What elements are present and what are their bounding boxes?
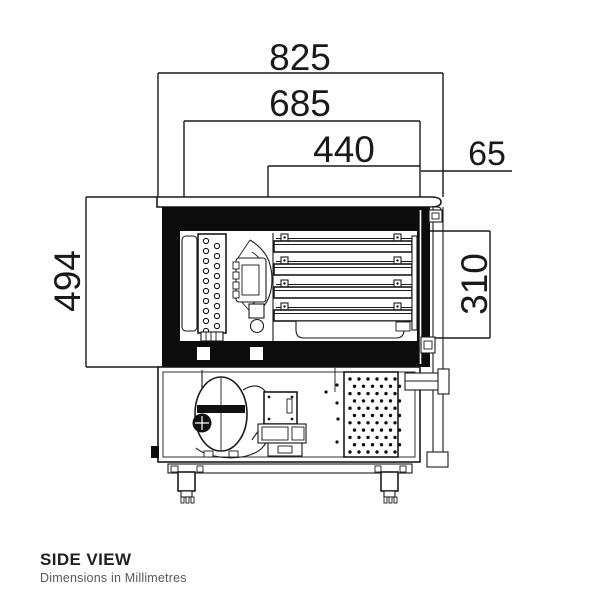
dimension-310-opening-height: 310: [420, 230, 495, 339]
dim-685-lines: [183, 120, 421, 197]
drip-basin: [295, 320, 405, 339]
tray-support-rail: [411, 235, 418, 331]
tray-rack: [273, 233, 418, 339]
compressor-strap: [197, 405, 245, 413]
dimension-440-tray-depth: 440: [267, 129, 420, 197]
dim-825-label: 825: [269, 37, 331, 78]
dim-310-label: 310: [454, 253, 495, 315]
starter-box: [267, 442, 303, 457]
air-duct-panel: [181, 235, 198, 332]
drain-slot-right: [250, 347, 263, 360]
machine-compartment: [151, 366, 450, 463]
leg-front: [177, 471, 196, 504]
dim-65-label: 65: [468, 135, 506, 173]
left-drain-stub: [151, 446, 159, 458]
rear-panel: [426, 207, 449, 468]
rear-panel-foot: [426, 451, 449, 468]
fan-junction-box: [248, 303, 265, 319]
rear-bracket: [404, 368, 450, 395]
dimension-65-rear-offset: 65: [421, 135, 512, 173]
caption: SIDE VIEW Dimensions in Millimetres: [40, 550, 187, 585]
dimension-685-body-depth: 685: [183, 83, 421, 197]
hinge-top: [428, 209, 443, 223]
dimension-494-upper-height: 494: [47, 196, 160, 368]
condenser-perforations: [348, 377, 402, 454]
dim-440-lines: [267, 165, 420, 197]
leg-rear: [380, 471, 399, 504]
condenser: [343, 371, 402, 458]
evaporator-holes: [202, 237, 221, 335]
evaporator-assembly: [181, 233, 227, 342]
dim-494-label: 494: [47, 250, 88, 312]
dim-685-label: 685: [269, 83, 331, 124]
dim-494-lines: [85, 196, 160, 368]
dim-440-label: 440: [313, 129, 375, 170]
units-note: Dimensions in Millimetres: [40, 571, 187, 585]
door-hinges: [420, 209, 443, 354]
dim-825-lines: [157, 72, 444, 197]
panel-rivets: [324, 368, 340, 444]
evaporator-base: [200, 331, 224, 342]
fan-drain-fitting: [249, 318, 265, 334]
fan-assembly: [232, 233, 274, 341]
base-rail: [167, 463, 413, 474]
drain-slot-left: [197, 347, 210, 360]
basin-step: [395, 321, 411, 332]
base-and-legs: [167, 463, 413, 504]
dimension-825-overall-depth: 825: [157, 37, 444, 197]
hinge-bottom: [420, 336, 436, 354]
evaporator-coil: [197, 233, 227, 334]
fan-motor: [235, 257, 267, 303]
electrical-box: [257, 391, 307, 457]
view-title: SIDE VIEW: [40, 550, 132, 569]
